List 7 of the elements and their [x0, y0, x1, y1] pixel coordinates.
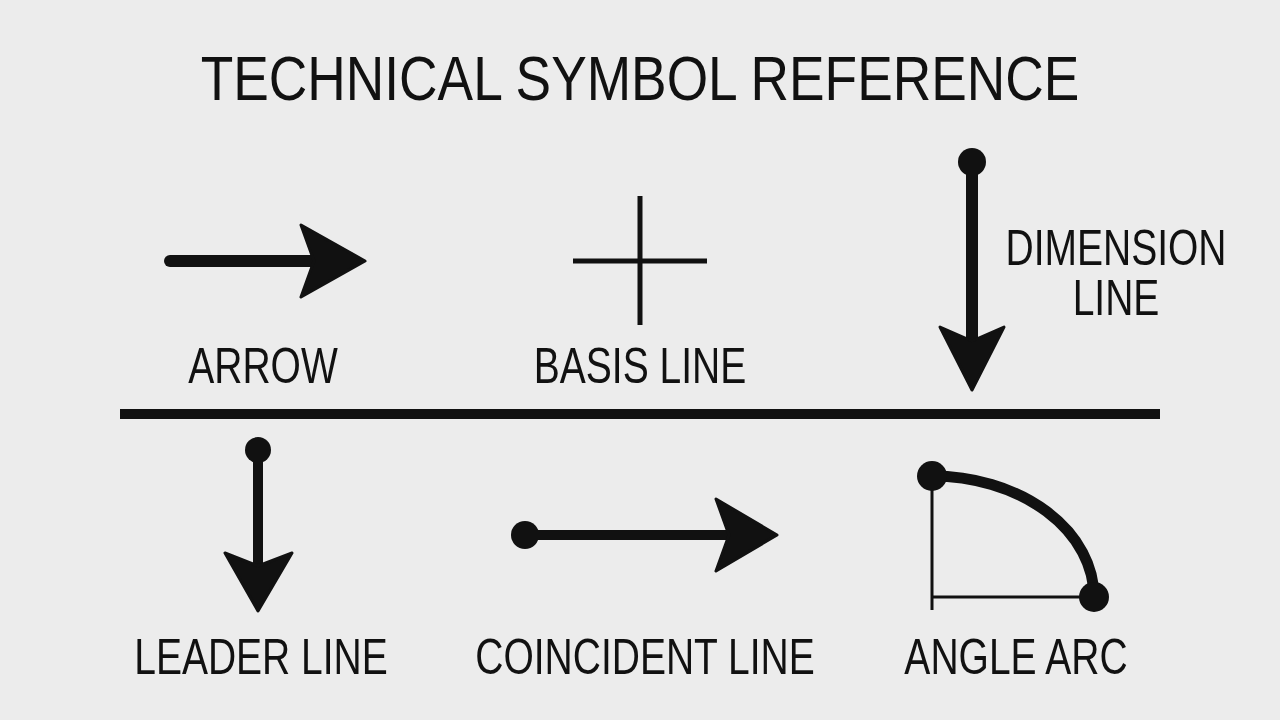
symbol-caption: ARROW	[188, 341, 338, 391]
symbol-caption: COINCIDENT LINE	[475, 632, 815, 682]
symbol-caption: DIMENSION LINE	[1004, 223, 1228, 323]
symbol-caption: ANGLE ARC	[904, 632, 1128, 682]
symbol-caption: LEADER LINE	[134, 632, 388, 682]
page-title: TECHNICAL SYMBOL REFERENCE	[200, 47, 1080, 110]
symbol-caption: BASIS LINE	[533, 341, 747, 391]
